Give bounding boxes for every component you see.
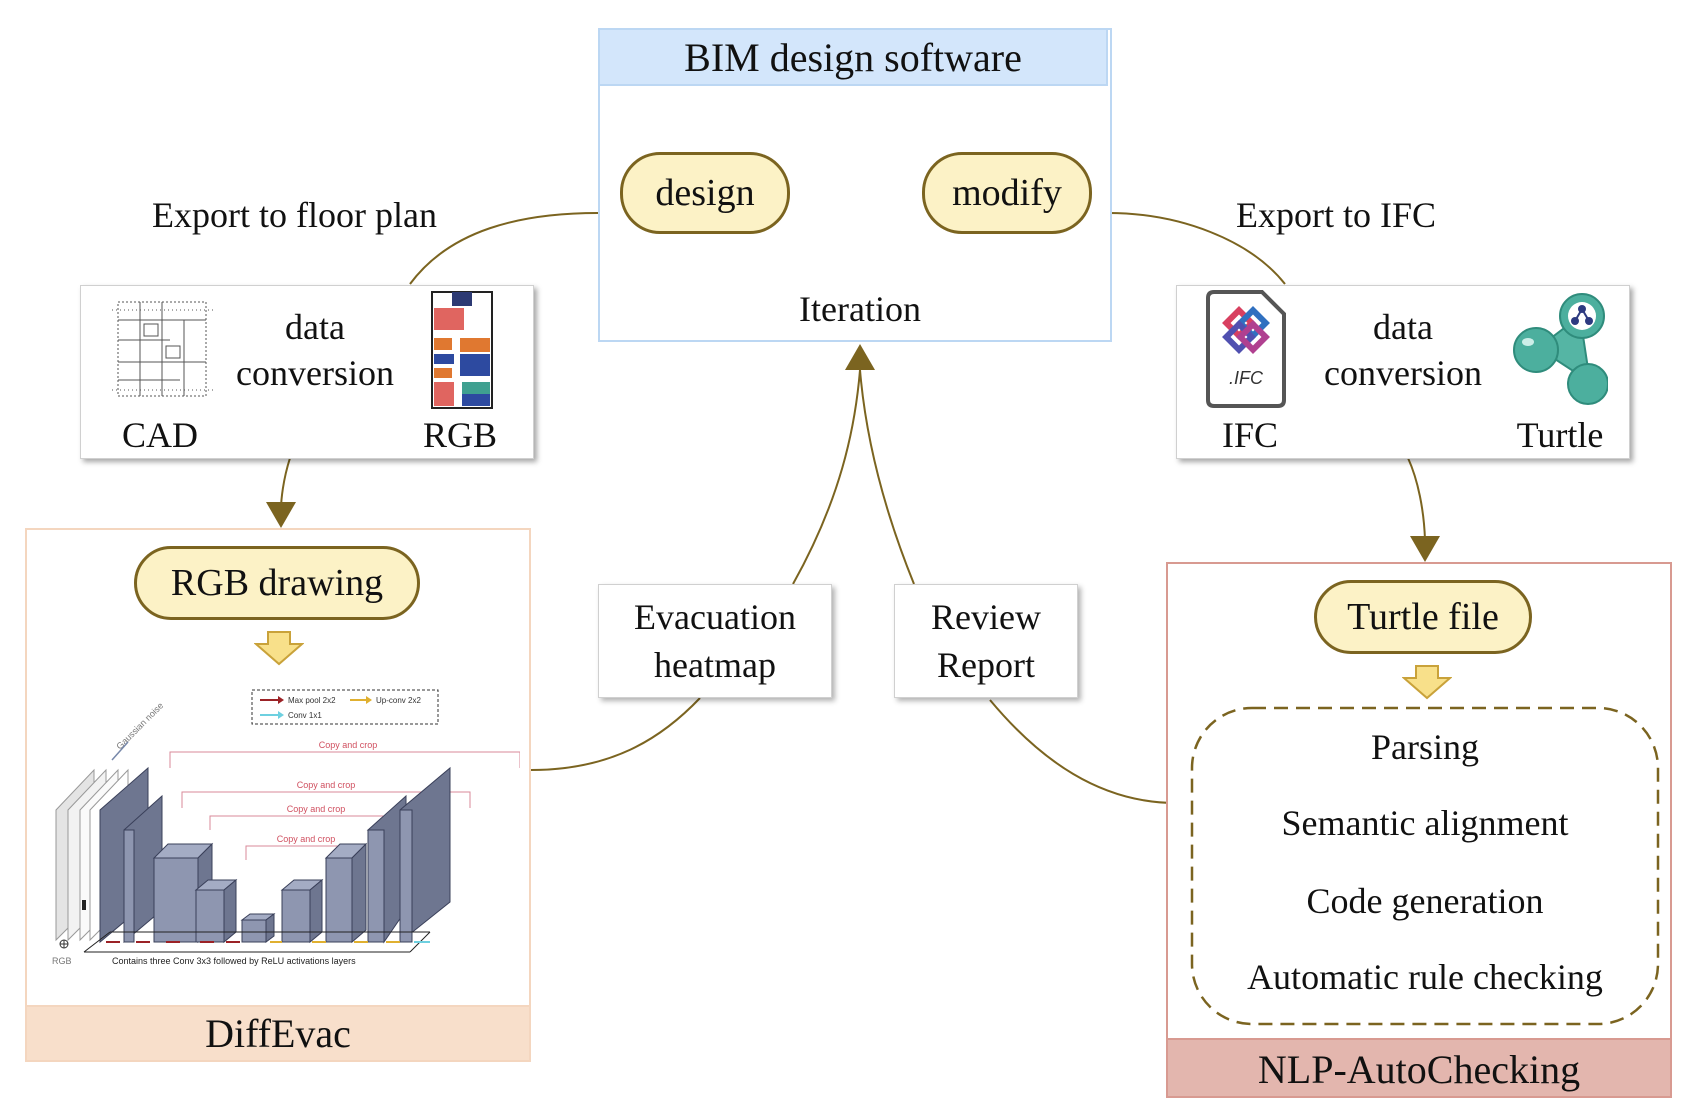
bim-panel-header — [598, 28, 1108, 86]
diffevac-title: DiffEvac — [205, 1011, 351, 1056]
to-nlp-arrow — [1407, 457, 1426, 541]
review-line2: Report — [937, 645, 1035, 685]
legend-maxpool: Max pool 2x2 — [288, 696, 336, 705]
rgb-floorplan-icon — [431, 291, 493, 409]
review-line1: Review — [931, 597, 1041, 637]
nlp-title: NLP-AutoChecking — [1257, 1047, 1581, 1092]
copy-crop-label-1: Copy and crop — [319, 740, 378, 750]
gaussian-noise-label: Gaussian noise — [114, 700, 165, 751]
rgb-label: RGB — [422, 415, 498, 455]
diffevac-to-evac-curve — [530, 697, 701, 771]
legend-conv: Conv 1x1 — [288, 711, 322, 720]
iteration-label: Iteration — [799, 289, 921, 329]
turtle-file-pill: Turtle file — [1314, 580, 1532, 654]
left-conversion-label: conversion — [236, 353, 394, 393]
modify-pill: modify — [922, 152, 1092, 234]
evacuation-line1: Evacuation — [634, 597, 796, 637]
evacuation-line2: heatmap — [654, 645, 776, 685]
review-to-bim-curve — [859, 369, 915, 585]
right-conversion-label: conversion — [1324, 353, 1482, 393]
export-ifc-curve — [1107, 212, 1286, 285]
export-floor-plan-label: Export to floor plan — [152, 195, 437, 235]
diffevac-footer — [25, 1005, 531, 1062]
unet-architecture-diagram: Max pool 2x2 Up-conv 2x2 Conv 1x1 Gaussi… — [52, 689, 520, 966]
diffevac-down-arrow-icon — [254, 631, 304, 666]
copy-crop-label-4: Copy and crop — [277, 834, 336, 844]
export-ifc-label: Export to IFC — [1236, 195, 1437, 235]
design-pill: design — [620, 152, 790, 234]
cad-label: CAD — [121, 415, 198, 455]
to-diffevac-arrowhead — [266, 502, 296, 528]
cad-drawing-icon — [112, 301, 214, 397]
nlp-step-automatic-rule-checking: Automatic rule checking — [1247, 957, 1603, 997]
review-report-box: Review Report — [894, 584, 1078, 698]
evac-to-bim-curve — [792, 369, 861, 585]
nlp-step-code-generation: Code generation — [1306, 881, 1544, 921]
ifc-icon-text: .IFC — [1229, 368, 1264, 388]
nlp-footer — [1166, 1038, 1672, 1098]
to-nlp-arrowhead — [1410, 536, 1440, 562]
bim-title: BIM design software — [684, 35, 1022, 80]
export-floor-plan-curve — [409, 212, 599, 285]
unet-rgb-label: RGB — [52, 956, 72, 966]
to-bim-arrowhead — [845, 344, 875, 370]
right-data-label: data — [1373, 307, 1433, 347]
nlp-step-parsing: Parsing — [1371, 727, 1479, 767]
unet-caption: Contains three Conv 3x3 followed by ReLU… — [112, 956, 356, 966]
nlp-process-frame — [1190, 706, 1660, 1026]
copy-crop-label-2: Copy and crop — [297, 780, 356, 790]
left-data-label: data — [285, 307, 345, 347]
turtle-rdf-icon — [1513, 293, 1608, 405]
nlp-down-arrow-icon — [1402, 665, 1452, 700]
nlp-step-semantic-alignment: Semantic alignment — [1281, 803, 1569, 843]
turtle-label: Turtle — [1516, 415, 1604, 455]
nlp-to-review-curve — [989, 699, 1177, 804]
evacuation-heatmap-box: Evacuation heatmap — [598, 584, 832, 698]
ifc-file-icon: .IFC — [1206, 290, 1286, 408]
copy-crop-label-3: Copy and crop — [287, 804, 346, 814]
rgb-drawing-pill: RGB drawing — [134, 546, 420, 620]
legend-upconv: Up-conv 2x2 — [376, 696, 421, 705]
ifc-label: IFC — [1221, 415, 1279, 455]
